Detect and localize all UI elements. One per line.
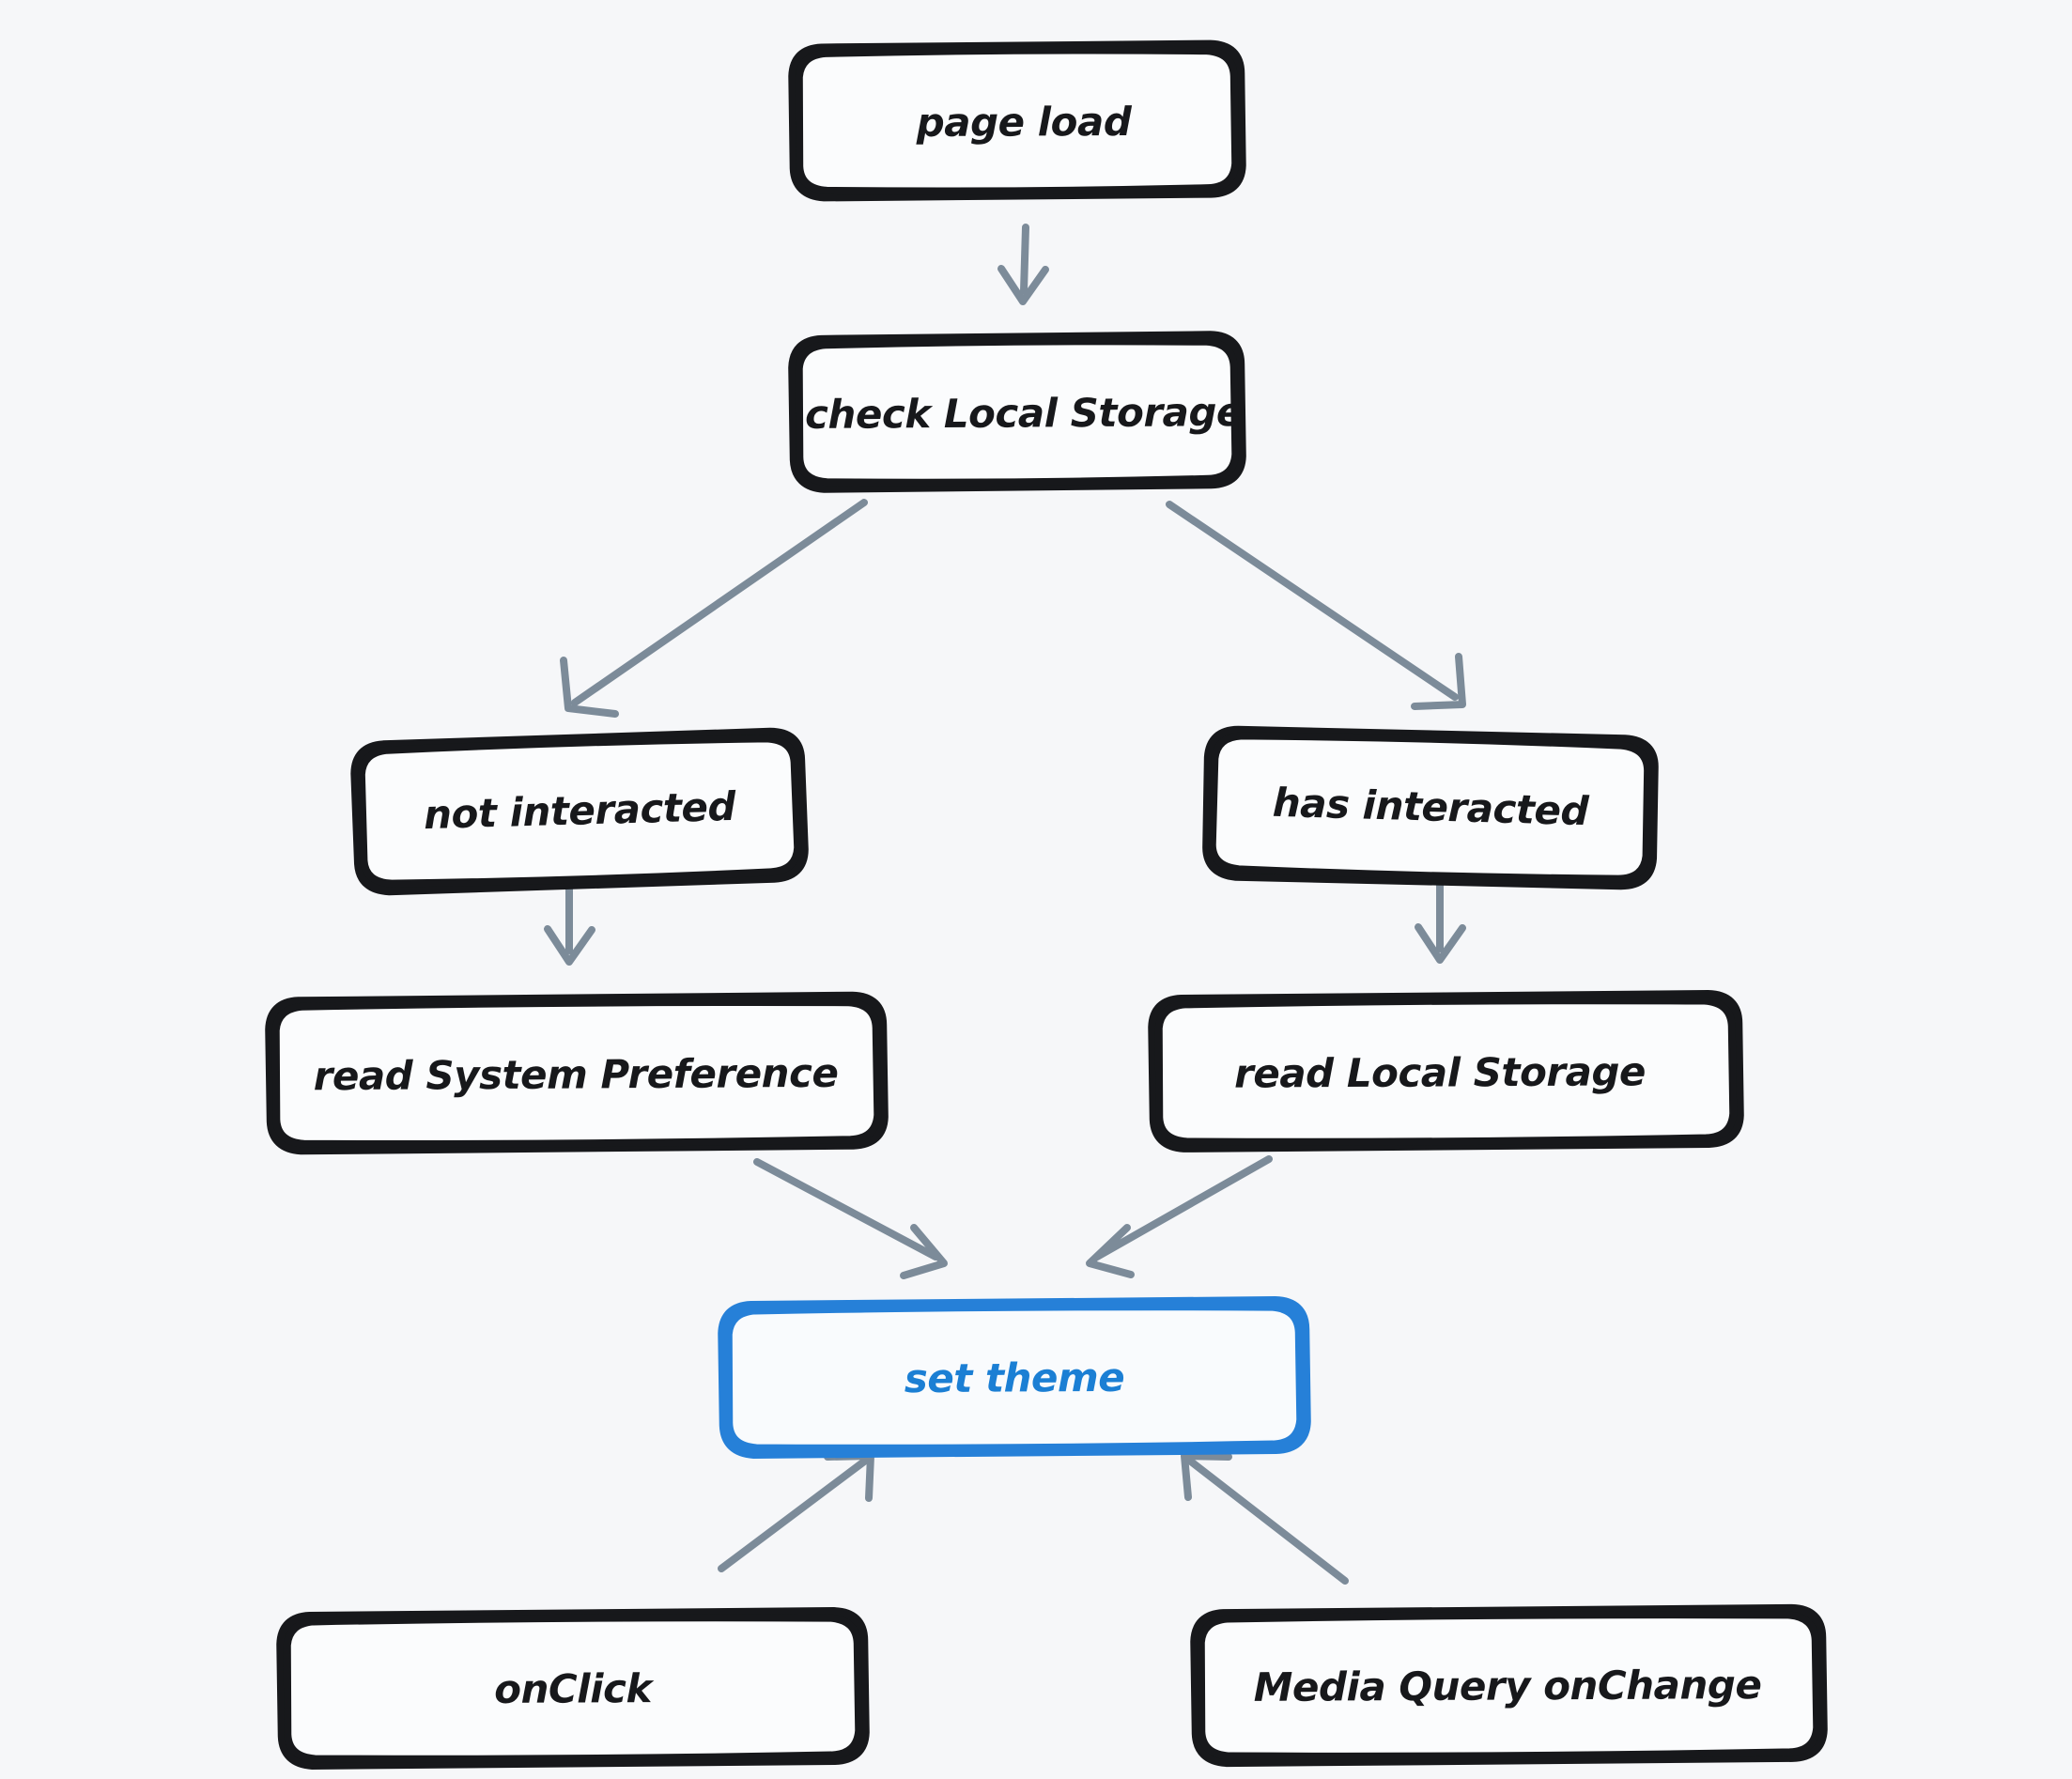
edge-page-load-to-check-local — [997, 224, 1049, 305]
node-set-theme[interactable]: set theme — [718, 1296, 1311, 1459]
edge-layer — [544, 224, 1466, 1585]
node-read-local-storage[interactable]: read Local Storage — [1148, 990, 1744, 1152]
node-read-system-preference[interactable]: read System Preference — [265, 991, 889, 1155]
edge-check-local-to-has-interacted — [1166, 501, 1466, 710]
edge-check-local-to-not-interacted — [560, 499, 868, 718]
node-layer: page load check Local Storage not intera… — [265, 39, 1828, 1770]
edge-read-local-to-set-theme — [1086, 1155, 1273, 1278]
node-not-interacted-label: not interacted — [423, 783, 737, 838]
node-check-local-storage[interactable]: check Local Storage — [788, 331, 1246, 493]
edge-onclick-to-set-theme — [718, 1452, 874, 1572]
edge-has-interacted-to-read-local — [1415, 881, 1466, 964]
node-onclick-label: onClick — [494, 1665, 656, 1712]
node-has-interacted[interactable]: has interacted — [1202, 725, 1659, 890]
node-read-system-preference-label: read System Preference — [314, 1050, 839, 1099]
node-media-query-onchange[interactable]: Media Query onChange — [1190, 1603, 1828, 1768]
node-check-local-storage-label: check Local Storage — [805, 389, 1243, 438]
node-onclick[interactable]: onClick — [276, 1607, 870, 1770]
node-not-interacted[interactable]: not interacted — [350, 727, 809, 896]
node-set-theme-label: set theme — [905, 1354, 1125, 1401]
edge-media-query-to-set-theme — [1181, 1452, 1349, 1585]
node-read-local-storage-label: read Local Storage — [1234, 1048, 1646, 1096]
edge-read-system-pref-to-set-theme — [753, 1158, 948, 1279]
node-page-load-label: page load — [916, 99, 1133, 146]
node-media-query-onchange-label: Media Query onChange — [1254, 1662, 1762, 1710]
node-page-load[interactable]: page load — [788, 39, 1246, 202]
node-has-interacted-label: has interacted — [1272, 780, 1590, 834]
edge-not-interacted-to-read-system-pref — [544, 884, 595, 966]
